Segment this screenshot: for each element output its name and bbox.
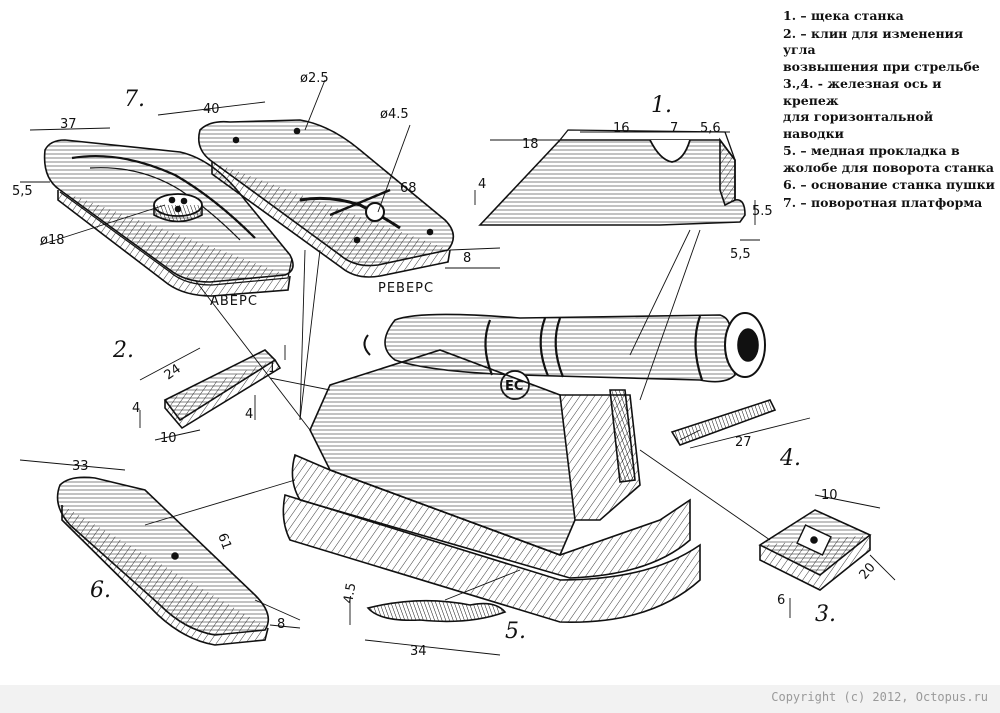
dim-7: 7 bbox=[670, 121, 678, 136]
gun-carriage-cheek bbox=[478, 129, 746, 226]
dim-34: 34 bbox=[410, 644, 427, 659]
part-number-2: 2. bbox=[112, 338, 134, 363]
dim-8-revers: 8 bbox=[463, 251, 471, 266]
platform-plate-revers bbox=[197, 119, 455, 278]
carriage-body bbox=[282, 349, 701, 623]
dim-5-6: 5,6 bbox=[700, 121, 721, 136]
legend-item: 1. – щека станка bbox=[783, 8, 904, 23]
dim-4-5-diameter: ø4.5 bbox=[380, 107, 409, 122]
face-label-revers: РЕВЕРС bbox=[378, 281, 434, 296]
legend-item: 6. – основание станка пушки bbox=[783, 177, 995, 192]
dim-61: 61 bbox=[214, 531, 234, 552]
dim-37: 37 bbox=[60, 117, 77, 132]
elevation-wedge bbox=[163, 349, 282, 430]
leader-lines bbox=[19, 79, 896, 656]
dim-18-diameter: ø18 bbox=[40, 233, 65, 248]
legend-item: 7. – поворотная платформа bbox=[783, 194, 983, 210]
legend-item: 2. – клин для изменения угла возвышения … bbox=[783, 25, 980, 74]
dim-8-base: 8 bbox=[277, 617, 285, 632]
dim-2-5-diameter: ø2.5 bbox=[300, 71, 329, 86]
dim-10-plate: 10 bbox=[821, 488, 838, 503]
carriage-base bbox=[56, 476, 270, 646]
dim-5-5-cheek-height: 5.5 bbox=[752, 204, 773, 219]
dim-5-5-cheek-width: 5,5 bbox=[730, 247, 751, 262]
diagram-stage: 1. 2. 3. 4. 5. 6. 7. АВЕРС РЕВЕРС EC 37 … bbox=[12, 8, 998, 659]
face-label-avers: АВЕРС bbox=[210, 294, 258, 309]
dim-4-wedge-right: 4 bbox=[245, 407, 253, 422]
dim-4-cheek: 4 bbox=[478, 177, 486, 192]
part-number-6: 6. bbox=[90, 578, 111, 603]
copper-gasket bbox=[366, 599, 507, 623]
part-number-4: 4. bbox=[779, 446, 801, 471]
barrel-mark-text: EC bbox=[505, 379, 523, 394]
platform-plate-avers bbox=[43, 139, 294, 297]
cannon-assembly-drawing: 1. 2. 3. 4. 5. 6. 7. АВЕРС РЕВЕРС EC 37 … bbox=[12, 71, 896, 659]
dim-24: 24 bbox=[162, 361, 184, 383]
dim-4-5-gasket: 4.5 bbox=[341, 582, 359, 605]
dim-1: 1 bbox=[268, 361, 276, 376]
part-number-5: 5. bbox=[505, 619, 526, 644]
copyright-link[interactable]: Copyright (c) 2012, Octopus.ru bbox=[771, 690, 988, 704]
dim-20: 20 bbox=[857, 560, 879, 582]
dim-16: 16 bbox=[613, 121, 630, 136]
legend-item: 3.,4. - железная ось и крепеж для горизо… bbox=[783, 76, 942, 141]
parts-legend: 1. – щека станка 2. – клин для изменения… bbox=[783, 8, 998, 212]
dim-5-5-avers: 5,5 bbox=[12, 184, 33, 199]
footer-bar: Copyright (c) 2012, Octopus.ru bbox=[0, 685, 1000, 713]
axle-fastening-plate bbox=[758, 509, 872, 591]
part-number-3: 3. bbox=[815, 602, 836, 627]
axle-bolt bbox=[670, 399, 777, 446]
dim-33: 33 bbox=[72, 459, 89, 474]
dim-4-wedge-left: 4 bbox=[132, 401, 140, 416]
dim-6: 6 bbox=[777, 593, 785, 608]
dim-68: 68 bbox=[400, 181, 417, 196]
part-number-1: 1. bbox=[651, 93, 672, 118]
dim-10-wedge: 10 bbox=[160, 431, 177, 446]
dim-40: 40 bbox=[203, 102, 220, 117]
dim-18-cheek: 18 bbox=[522, 137, 539, 152]
part-number-7: 7. bbox=[124, 87, 145, 112]
legend-item: 5. – медная прокладка в жолобе для повор… bbox=[783, 143, 994, 175]
dim-27: 27 bbox=[735, 435, 752, 450]
